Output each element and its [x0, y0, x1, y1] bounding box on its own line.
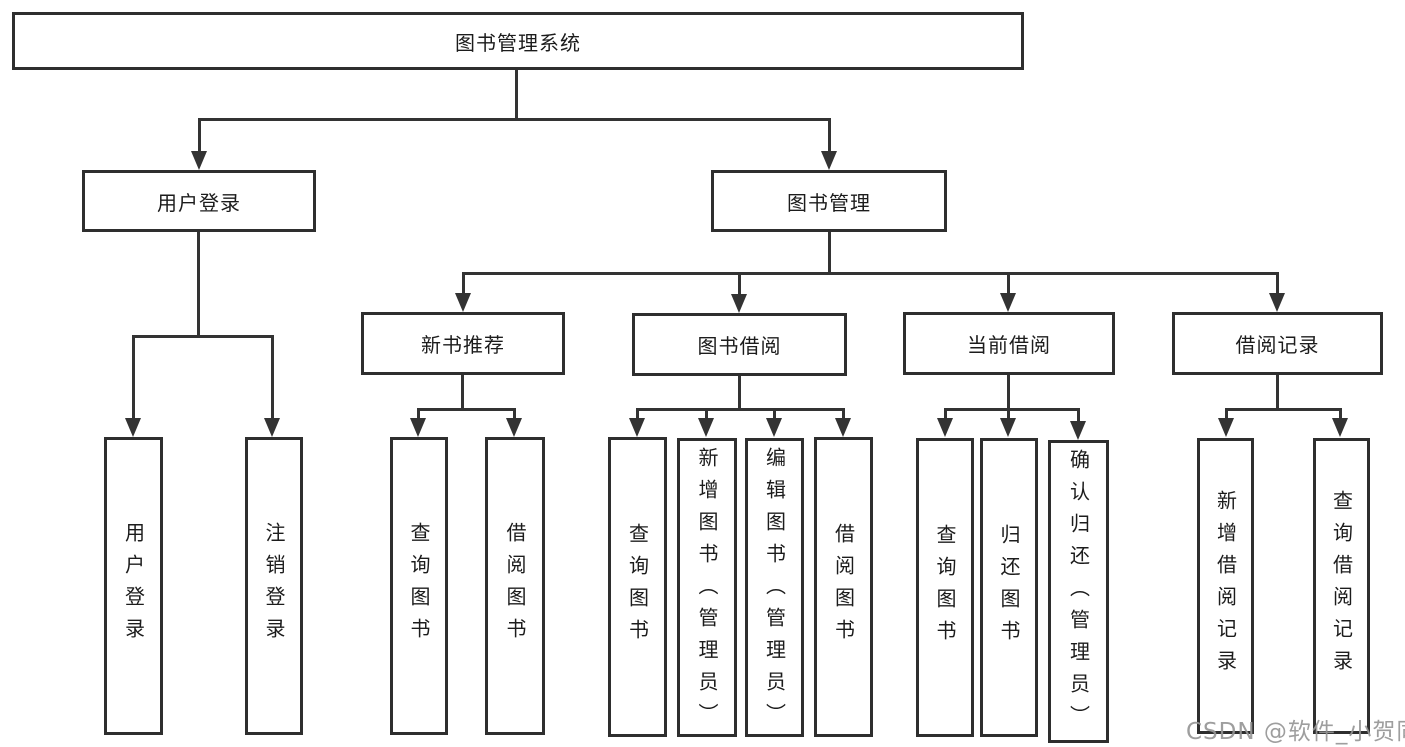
node-book-borrowing: 图书借阅	[632, 313, 847, 376]
arrow-head	[410, 418, 426, 437]
node-label: 查询图书	[933, 523, 957, 652]
arrow-head	[1269, 293, 1285, 312]
node-current-borrowing: 当前借阅	[903, 312, 1115, 375]
arrow-head	[766, 418, 782, 437]
connector-line	[705, 408, 708, 421]
connector-line	[1007, 408, 1010, 421]
node-book-management: 图书管理	[711, 170, 947, 232]
connector-line	[1007, 272, 1010, 294]
connector-line	[944, 408, 1080, 411]
leaf-query-books-borrowing: 查询图书	[608, 437, 667, 737]
node-label: 查询图书	[407, 522, 431, 650]
node-new-book-recommendation: 新书推荐	[361, 312, 565, 375]
connector-line	[417, 408, 516, 411]
connector-line	[197, 232, 200, 335]
csdn-watermark: CSDN @软件_小贺同学	[1186, 719, 1405, 745]
connector-line	[828, 232, 831, 272]
leaf-query-borrow-record: 查询借阅记录	[1313, 438, 1370, 734]
connector-line	[513, 408, 516, 421]
node-label: 查询借阅记录	[1329, 490, 1354, 682]
node-label: 借阅图书	[831, 523, 856, 651]
leaf-add-borrow-record: 新增借阅记录	[1197, 438, 1254, 734]
node-label: 当前借阅	[967, 333, 1051, 357]
connector-line	[636, 408, 845, 411]
node-label: 用户登录	[157, 190, 241, 215]
arrow-head	[698, 418, 714, 437]
node-label: 图书借阅	[697, 334, 782, 358]
node-user-login: 用户登录	[82, 170, 316, 232]
node-label: 用户登录	[121, 522, 146, 650]
arrow-head	[629, 418, 645, 437]
connector-line	[1225, 408, 1228, 421]
node-label: 查询图书	[625, 523, 650, 651]
arrow-head	[191, 151, 207, 170]
arrow-head	[455, 293, 471, 312]
leaf-add-books-admin: 新增图书（管理员）	[677, 438, 737, 737]
connector-line	[1077, 408, 1080, 423]
leaf-borrow-books-recommend: 借阅图书	[485, 437, 545, 735]
arrow-head	[264, 418, 280, 437]
connector-line	[198, 118, 201, 154]
leaf-return-books: 归还图书	[980, 438, 1038, 737]
connector-line	[1276, 375, 1279, 408]
leaf-logout: 注销登录	[245, 437, 303, 735]
connector-line	[132, 335, 135, 421]
connector-line	[944, 408, 947, 421]
node-label: 编辑图书（管理员）	[762, 446, 787, 735]
leaf-confirm-return-admin: 确认归还（管理员）	[1048, 440, 1109, 743]
connector-line	[1276, 272, 1279, 294]
node-label: 新增借阅记录	[1213, 490, 1238, 682]
leaf-user-login: 用户登录	[104, 437, 163, 735]
node-label: 注销登录	[262, 522, 286, 650]
node-library-management-system: 图书管理系统	[12, 12, 1024, 70]
leaf-query-books-recommend: 查询图书	[390, 437, 448, 735]
connector-line	[773, 408, 776, 421]
connector-line	[1225, 408, 1342, 411]
connector-line	[842, 408, 845, 421]
connector-line	[462, 272, 1279, 275]
node-label: 归还图书	[997, 523, 1021, 652]
arrow-head	[937, 418, 953, 437]
connector-line	[515, 70, 518, 118]
node-label: 图书管理系统	[455, 30, 581, 55]
connector-line	[417, 408, 420, 421]
arrow-head	[821, 151, 837, 170]
connector-line	[738, 376, 741, 408]
arrow-head	[1218, 418, 1234, 437]
connector-line	[132, 335, 274, 338]
connector-line	[738, 272, 741, 294]
leaf-query-books-current: 查询图书	[916, 438, 974, 737]
arrow-head	[1070, 421, 1086, 440]
node-label: 借阅图书	[503, 522, 527, 650]
connector-line	[828, 118, 831, 154]
arrow-head	[1000, 293, 1016, 312]
connector-line	[198, 118, 831, 121]
connector-line	[462, 272, 465, 294]
connector-line	[1339, 408, 1342, 421]
arrow-head	[731, 294, 747, 313]
node-label: 图书管理	[787, 190, 871, 215]
connector-line	[1007, 375, 1010, 408]
node-label: 新书推荐	[421, 333, 505, 357]
node-borrowing-records: 借阅记录	[1172, 312, 1383, 375]
connector-line	[461, 375, 464, 408]
node-label: 新增图书（管理员）	[695, 446, 719, 735]
connector-line	[636, 408, 639, 421]
leaf-edit-books-admin: 编辑图书（管理员）	[745, 438, 804, 737]
arrow-head	[125, 418, 141, 437]
arrow-head	[1000, 418, 1016, 437]
connector-line	[271, 335, 274, 421]
leaf-borrow-books: 借阅图书	[814, 437, 873, 737]
node-label: 借阅记录	[1235, 333, 1320, 357]
node-label: 确认归还（管理员）	[1066, 448, 1091, 737]
arrow-head	[506, 418, 522, 437]
arrow-head	[835, 418, 851, 437]
arrow-head	[1332, 418, 1348, 437]
